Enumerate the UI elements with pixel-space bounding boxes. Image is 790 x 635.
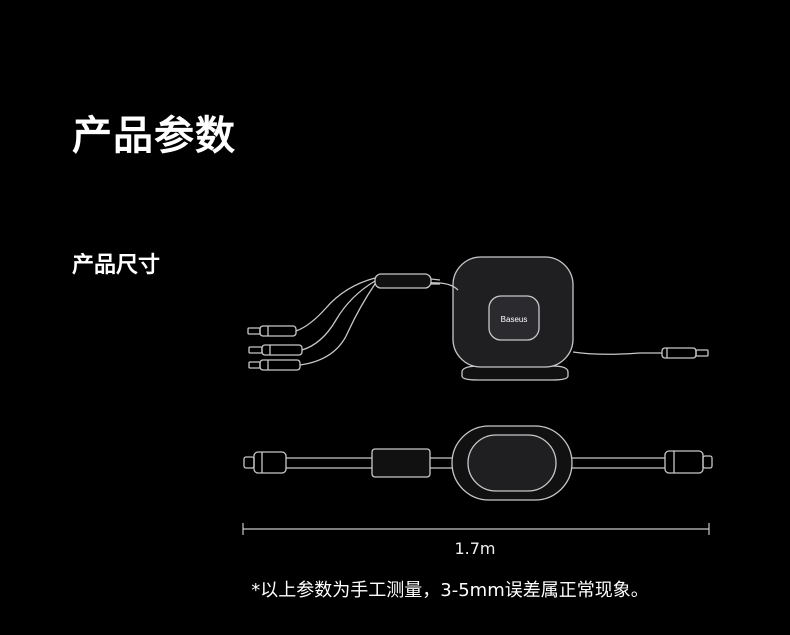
split-cable-3 (299, 283, 376, 366)
split-cable-1 (295, 277, 376, 332)
main-cable-top (374, 280, 459, 291)
measurement-note: *以上参数为手工测量，3-5mm误差属正常现象。 (251, 580, 649, 601)
reel-body-inner (467, 434, 557, 492)
connector-right (664, 450, 704, 474)
device-base-stand (461, 365, 569, 381)
side-cable-right (572, 351, 662, 355)
length-label: 1.7m (454, 539, 496, 558)
device-logo: Baseus (501, 315, 528, 324)
cable-cuff (371, 448, 431, 478)
device-center-button (488, 295, 540, 341)
page-title: 产品参数 (72, 113, 236, 159)
top-view-drawing (243, 425, 713, 501)
connector-left (243, 456, 255, 469)
cable-splitter (374, 273, 432, 289)
side-view-drawing (247, 256, 709, 381)
section-title: 产品尺寸 (72, 253, 161, 278)
dimension-line (242, 523, 710, 535)
split-cable-2 (301, 280, 376, 351)
